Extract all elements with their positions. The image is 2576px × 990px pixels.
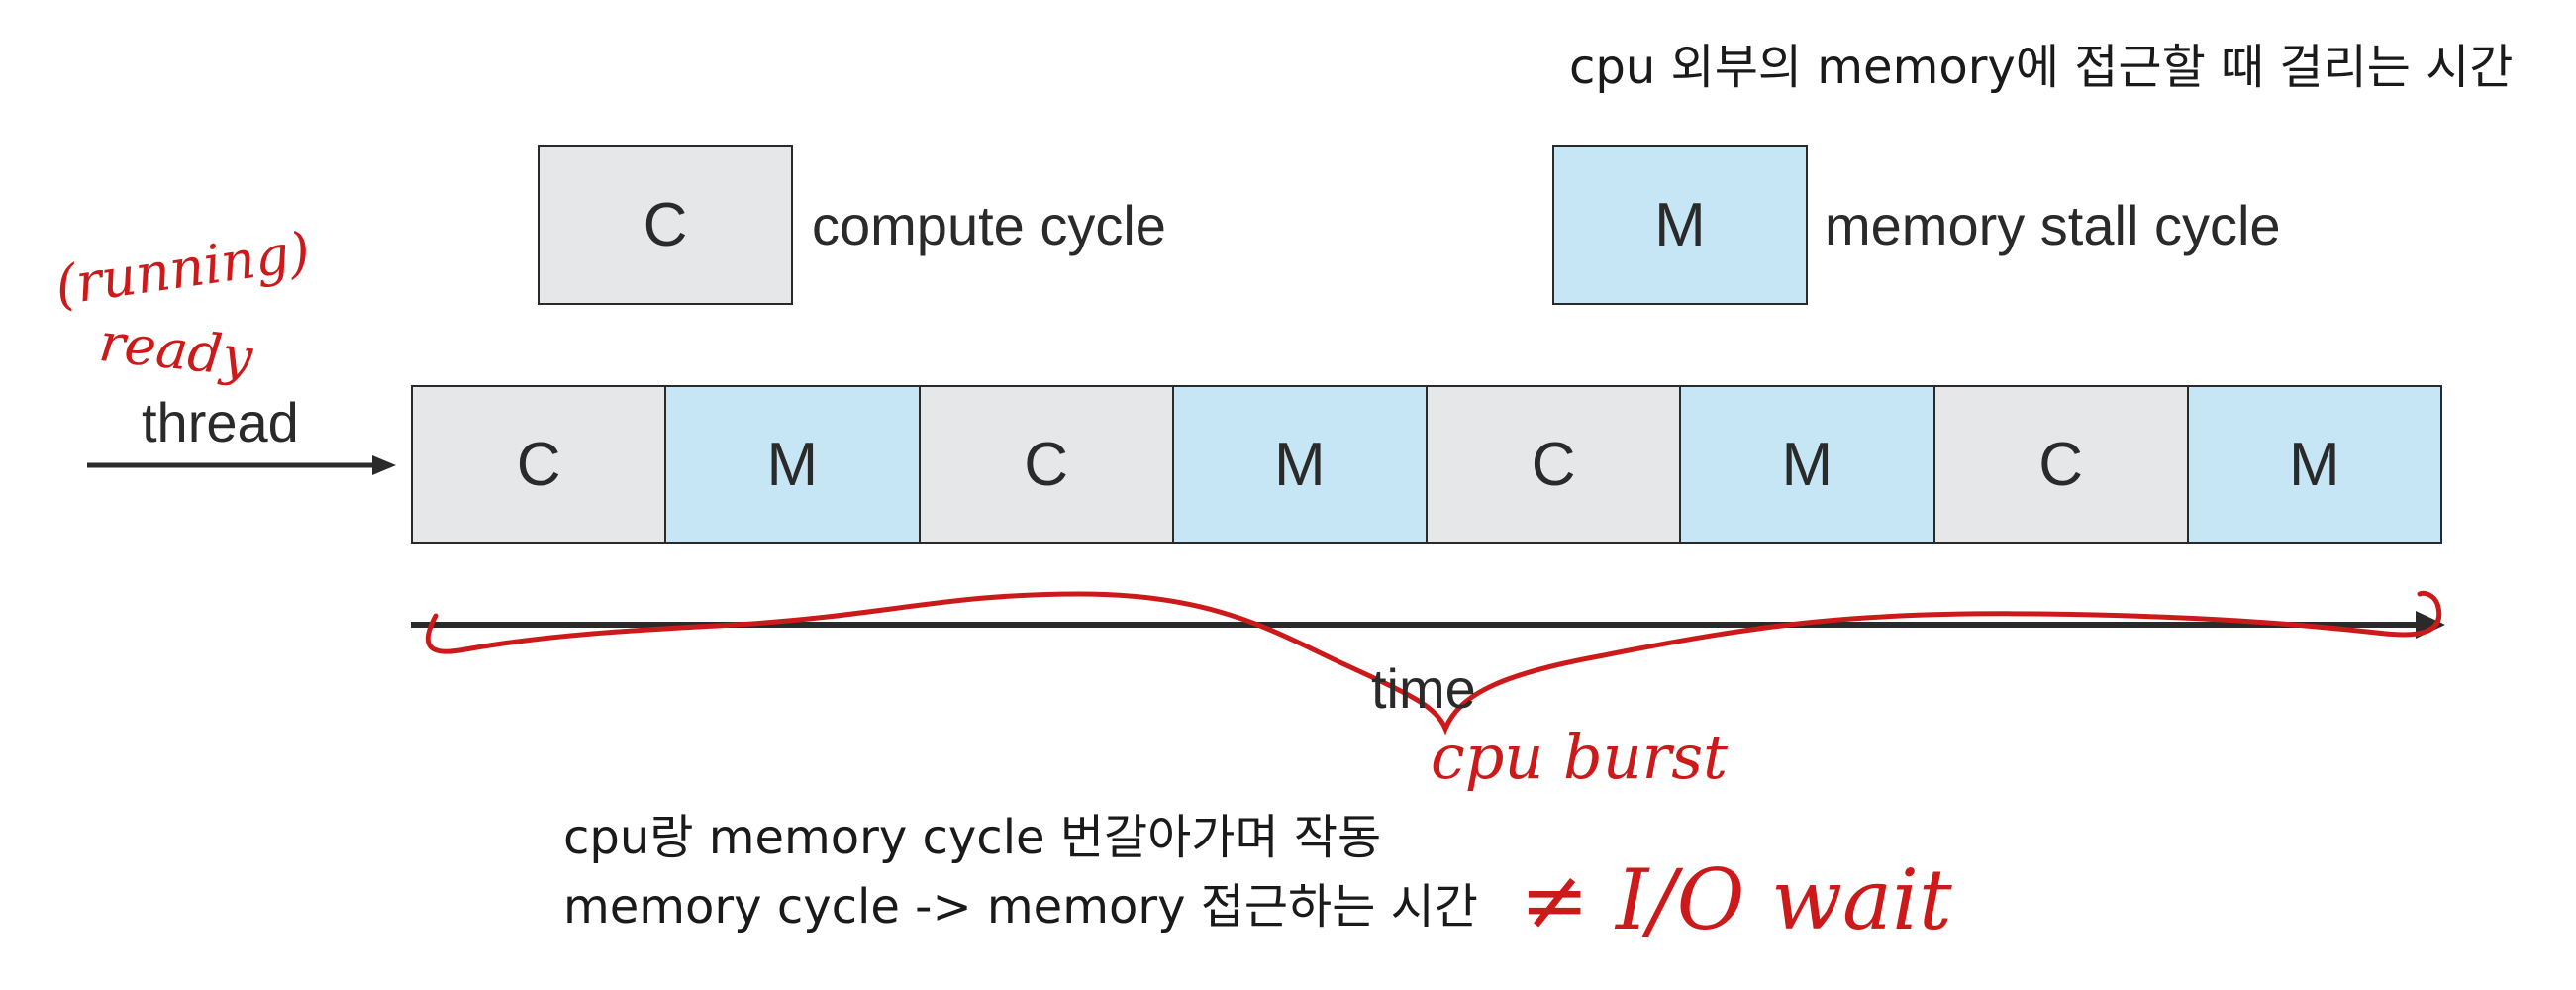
time-label: time — [1371, 657, 1476, 720]
memory-cycle-cell: M — [1681, 387, 1935, 542]
legend-memory-symbol: M — [1654, 190, 1706, 259]
note-line-2: memory cycle -> memory 접근하는 시간 — [563, 879, 1478, 935]
handwritten-io-wait: ≠ I/O wait — [1520, 851, 1952, 948]
legend-memory-box: M — [1552, 145, 1808, 305]
legend-compute-box: C — [538, 145, 793, 305]
legend-compute-symbol: C — [643, 190, 688, 259]
legend-memory-label: memory stall cycle — [1825, 194, 2281, 256]
cpu-burst-brace — [425, 590, 2442, 736]
handwritten-cpu-burst: cpu burst — [1431, 721, 1729, 793]
compute-cycle-cell: C — [1428, 387, 1682, 542]
compute-cycle-cell: C — [1934, 387, 2189, 542]
legend-compute-label: compute cycle — [812, 194, 1166, 256]
note-line-1: cpu랑 memory cycle 번갈아가며 작동 — [563, 810, 1382, 865]
memory-cycle-cell: M — [666, 387, 921, 542]
compute-cycle-cell: C — [920, 387, 1174, 542]
compute-cycle-cell: C — [413, 387, 667, 542]
thread-arrow — [87, 455, 396, 475]
memory-cycle-cell: M — [2188, 387, 2440, 542]
top-note: cpu 외부의 memory에 접근할 때 걸리는 시간 — [1569, 40, 2514, 95]
thread-label: thread — [142, 391, 299, 453]
memory-cycle-cell: M — [1173, 387, 1428, 542]
